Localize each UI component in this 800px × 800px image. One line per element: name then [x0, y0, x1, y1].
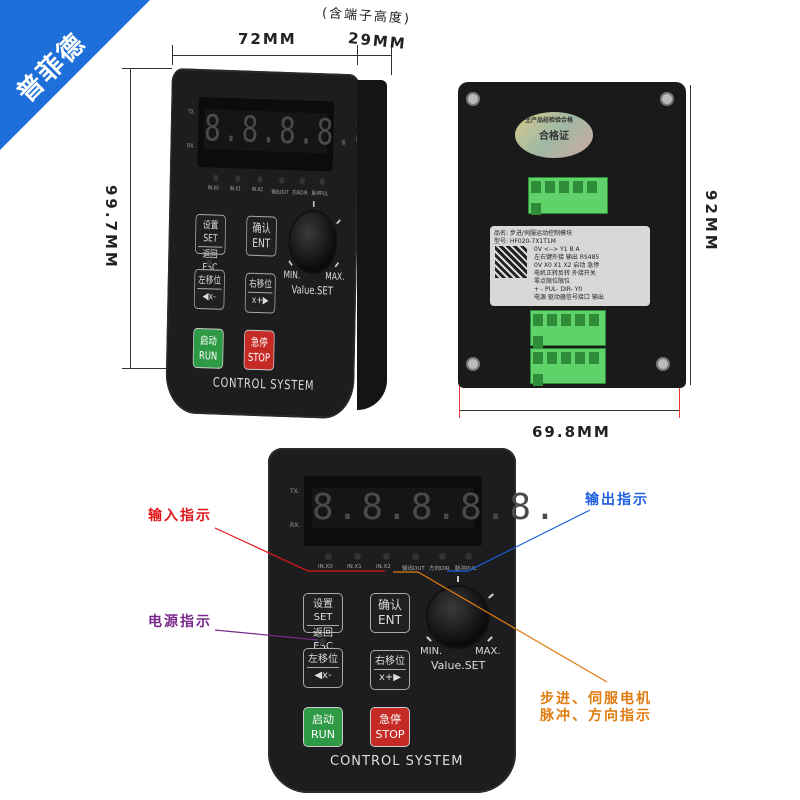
output-pointer-line: [447, 509, 591, 572]
terminal-block-top: [528, 177, 608, 215]
brand-badge: [0, 0, 150, 150]
label-row: 零点限位限位: [534, 278, 571, 285]
tx-label: TX.: [290, 488, 300, 495]
run-label: RUN: [311, 728, 335, 741]
led-label: IN.X2: [376, 564, 391, 570]
knob-min-label: MIN.: [420, 646, 443, 657]
label-row: 0V <--> Y1 B A: [534, 246, 580, 253]
label-row: 电机正转反转 外接开关: [534, 270, 596, 277]
enter-button[interactable]: 确认 ENT: [370, 593, 410, 633]
shift-right-button[interactable]: 右移位 x+▶: [370, 650, 410, 690]
stop-button[interactable]: 急停 STOP: [370, 707, 410, 747]
label-row: 0V X0 X1 X2 启动 急停: [534, 262, 600, 269]
shift-right-cn: 右移位: [375, 656, 405, 667]
label-row: + - PUL- DIR- Y0: [534, 286, 583, 293]
seal-top: 生产品经检验合格: [525, 117, 574, 124]
knob-tick: [457, 576, 459, 582]
stop-label: STOP: [375, 728, 405, 741]
knob-value-label: Value.SET: [431, 659, 486, 672]
controller-side: [357, 80, 387, 410]
led-label: 方向DIR: [429, 566, 450, 572]
label-name: 品名: 步进/伺服运动控制模块: [494, 230, 572, 237]
input-pointer-line: [214, 527, 385, 572]
dim-height-back: 92MM: [702, 190, 720, 253]
led-x2: [383, 553, 390, 560]
seal-text: 合格证: [539, 131, 569, 142]
shift-left-label: ◀x-: [314, 670, 332, 681]
dim-line-height: [130, 68, 131, 368]
power-led: [319, 638, 326, 645]
stop-cn: 急停: [379, 713, 401, 726]
shift-left-cn: 左移位: [308, 654, 338, 665]
set-label: 设置SET: [313, 599, 333, 623]
footer-label: CONTROL SYSTEM: [330, 754, 464, 769]
certificate-seal: 生产品经检验合格 合格证: [515, 112, 593, 158]
dim-line-height-back: [690, 85, 691, 385]
enter-cn-label: 确认: [377, 598, 402, 612]
motor-pointer-line: [393, 571, 608, 683]
spec-label: 品名: 步进/伺服运动控制模块 型号: HF020-7X1T1M 0V <-->…: [490, 226, 650, 306]
label-row: 左右键外接 输出 RS485: [534, 254, 600, 261]
run-cn: 启动: [312, 713, 334, 726]
run-button[interactable]: 启动 RUN: [303, 707, 343, 747]
dim-line-width-back: [460, 410, 680, 411]
led-label: 输出OUT: [402, 566, 425, 572]
screw: [660, 92, 674, 106]
motor-indicator-annotation-1: 步进、伺服电机: [540, 691, 652, 707]
esc-label: 返回ESC: [313, 628, 333, 652]
dim-height-front: 99.7MM: [102, 185, 120, 270]
led-pul: [465, 553, 472, 560]
terminal-block-middle: [530, 310, 606, 348]
terminal-block-bottom: [530, 348, 606, 386]
set-esc-button[interactable]: 设置SET 返回ESC: [303, 593, 343, 652]
dim-width-front: 72MM: [238, 30, 297, 48]
led-dir: [439, 553, 446, 560]
dim-tick: [122, 68, 172, 69]
screw: [656, 357, 670, 371]
shift-left-button[interactable]: 左移位 ◀x-: [303, 648, 343, 688]
rx-label: RX.: [290, 522, 301, 529]
dim-tick: [459, 385, 460, 418]
led-x1: [354, 553, 361, 560]
power-indicator-annotation: 电源指示: [148, 614, 212, 630]
dim-width-back: 69.8MM: [532, 423, 611, 441]
dim-tick: [391, 45, 392, 75]
controller-back: 生产品经检验合格 合格证 品名: 步进/伺服运动控制模块 型号: HF020-7…: [458, 82, 686, 388]
power-pointer-line: [214, 629, 319, 641]
dim-line-depth: [357, 55, 392, 56]
shift-right-label: x+▶: [379, 672, 401, 683]
knob-max-label: MAX.: [475, 646, 501, 657]
led-out: [412, 553, 419, 560]
dim-tick: [122, 368, 172, 369]
led-label: IN.X1: [347, 564, 362, 570]
led-label: IN.X0: [318, 564, 333, 570]
dim-line-width: [172, 55, 358, 56]
dim-tick: [679, 385, 680, 418]
label-model: 型号: HF020-7X1T1M: [494, 238, 556, 245]
controller-front-bottom: TX. RX. 8.8.8.8.8. IN.X0 IN.X1 IN.X2 输出O…: [268, 448, 556, 793]
input-indicator-annotation: 输入指示: [148, 508, 212, 524]
enter-label: ENT: [378, 613, 402, 627]
screw: [466, 357, 480, 371]
dim-tick: [172, 45, 173, 65]
screw: [466, 92, 480, 106]
motor-indicator-annotation-2: 脉冲、方向指示: [540, 708, 652, 724]
led-x0: [325, 553, 332, 560]
output-indicator-annotation: 输出指示: [585, 492, 649, 508]
label-row: 电源 驱动器信号接口 输出: [534, 294, 604, 301]
qr-code: [495, 246, 527, 278]
led-label: 脉冲PUL: [455, 566, 477, 572]
